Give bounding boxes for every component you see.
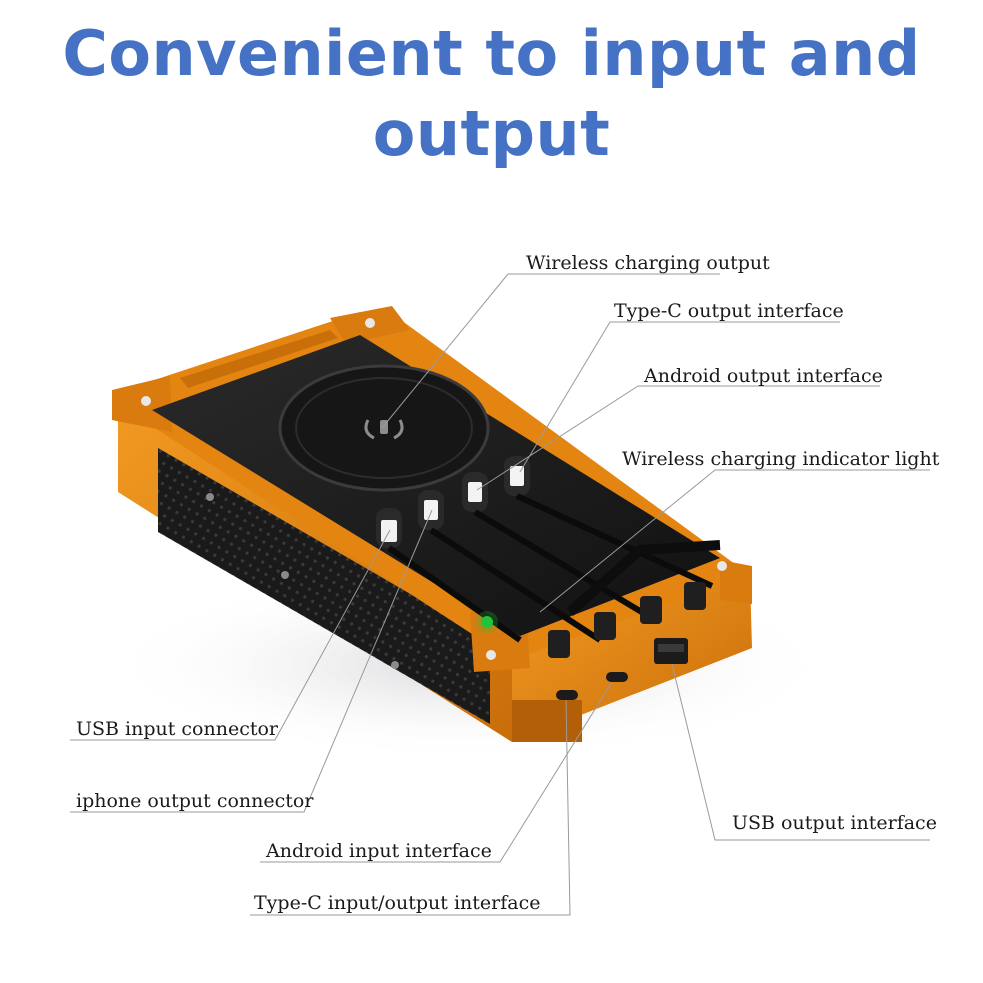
label-android-output-interface: Android output interface bbox=[644, 365, 883, 387]
leader-line-iphone-output bbox=[70, 509, 433, 813]
leader-lines bbox=[70, 273, 930, 916]
cable-channel bbox=[429, 527, 602, 643]
type-c-input-output-port bbox=[556, 690, 578, 700]
label-type-c-input-output-interface: Type-C input/output interface bbox=[254, 892, 541, 914]
cable-channel bbox=[515, 493, 714, 589]
grip-screw bbox=[206, 493, 214, 501]
headline-line-1: Convenient to input and bbox=[62, 17, 921, 90]
label-usb-input-connector: USB input connector bbox=[76, 718, 279, 740]
grip-screw bbox=[391, 661, 399, 669]
front-ridge bbox=[512, 700, 582, 742]
wireless-charging-pad bbox=[278, 364, 490, 492]
cable-clips bbox=[548, 540, 721, 658]
android-input-port bbox=[606, 672, 628, 682]
power-bank-housing bbox=[112, 306, 752, 742]
leader-line-android-input bbox=[260, 681, 613, 863]
wireless-charging-icon bbox=[364, 419, 404, 440]
frame-ridge bbox=[180, 330, 338, 388]
corner-bumper-right bbox=[720, 560, 752, 604]
indicator-glow bbox=[476, 611, 498, 633]
wireless-indicator-light bbox=[481, 616, 493, 628]
corner-screw bbox=[365, 318, 375, 328]
corner-screw bbox=[486, 650, 496, 660]
left-grip-panel bbox=[158, 448, 490, 724]
cable-channel bbox=[473, 509, 657, 623]
iphone-plug bbox=[424, 500, 438, 520]
corner-screw bbox=[717, 561, 727, 571]
leader-line-indicator-light bbox=[539, 469, 930, 613]
leader-line-type-c-input-output bbox=[250, 699, 571, 916]
grip-screw bbox=[281, 571, 289, 579]
leader-line-android-output bbox=[476, 385, 880, 491]
leader-line-type-c-output bbox=[519, 321, 840, 473]
android-plug bbox=[468, 482, 482, 502]
label-android-input-interface: Android input interface bbox=[266, 840, 492, 862]
label-wireless-charging-output: Wireless charging output bbox=[526, 252, 770, 274]
label-wireless-charging-indicator-light: Wireless charging indicator light bbox=[622, 448, 940, 470]
label-iphone-output-connector: iphone output connector bbox=[76, 790, 314, 812]
corner-screw bbox=[141, 396, 151, 406]
leader-line-wireless-charging-output bbox=[381, 273, 720, 429]
headline: Convenient to input and output bbox=[0, 14, 983, 174]
leader-line-usb-input bbox=[70, 529, 391, 741]
front-ports bbox=[556, 638, 688, 700]
cable-channel bbox=[387, 545, 522, 643]
leader-line-usb-output bbox=[671, 663, 930, 841]
headline-line-2: output bbox=[372, 97, 611, 170]
label-usb-output-interface: USB output interface bbox=[732, 812, 937, 834]
label-type-c-output-interface: Type-C output interface bbox=[614, 300, 844, 322]
